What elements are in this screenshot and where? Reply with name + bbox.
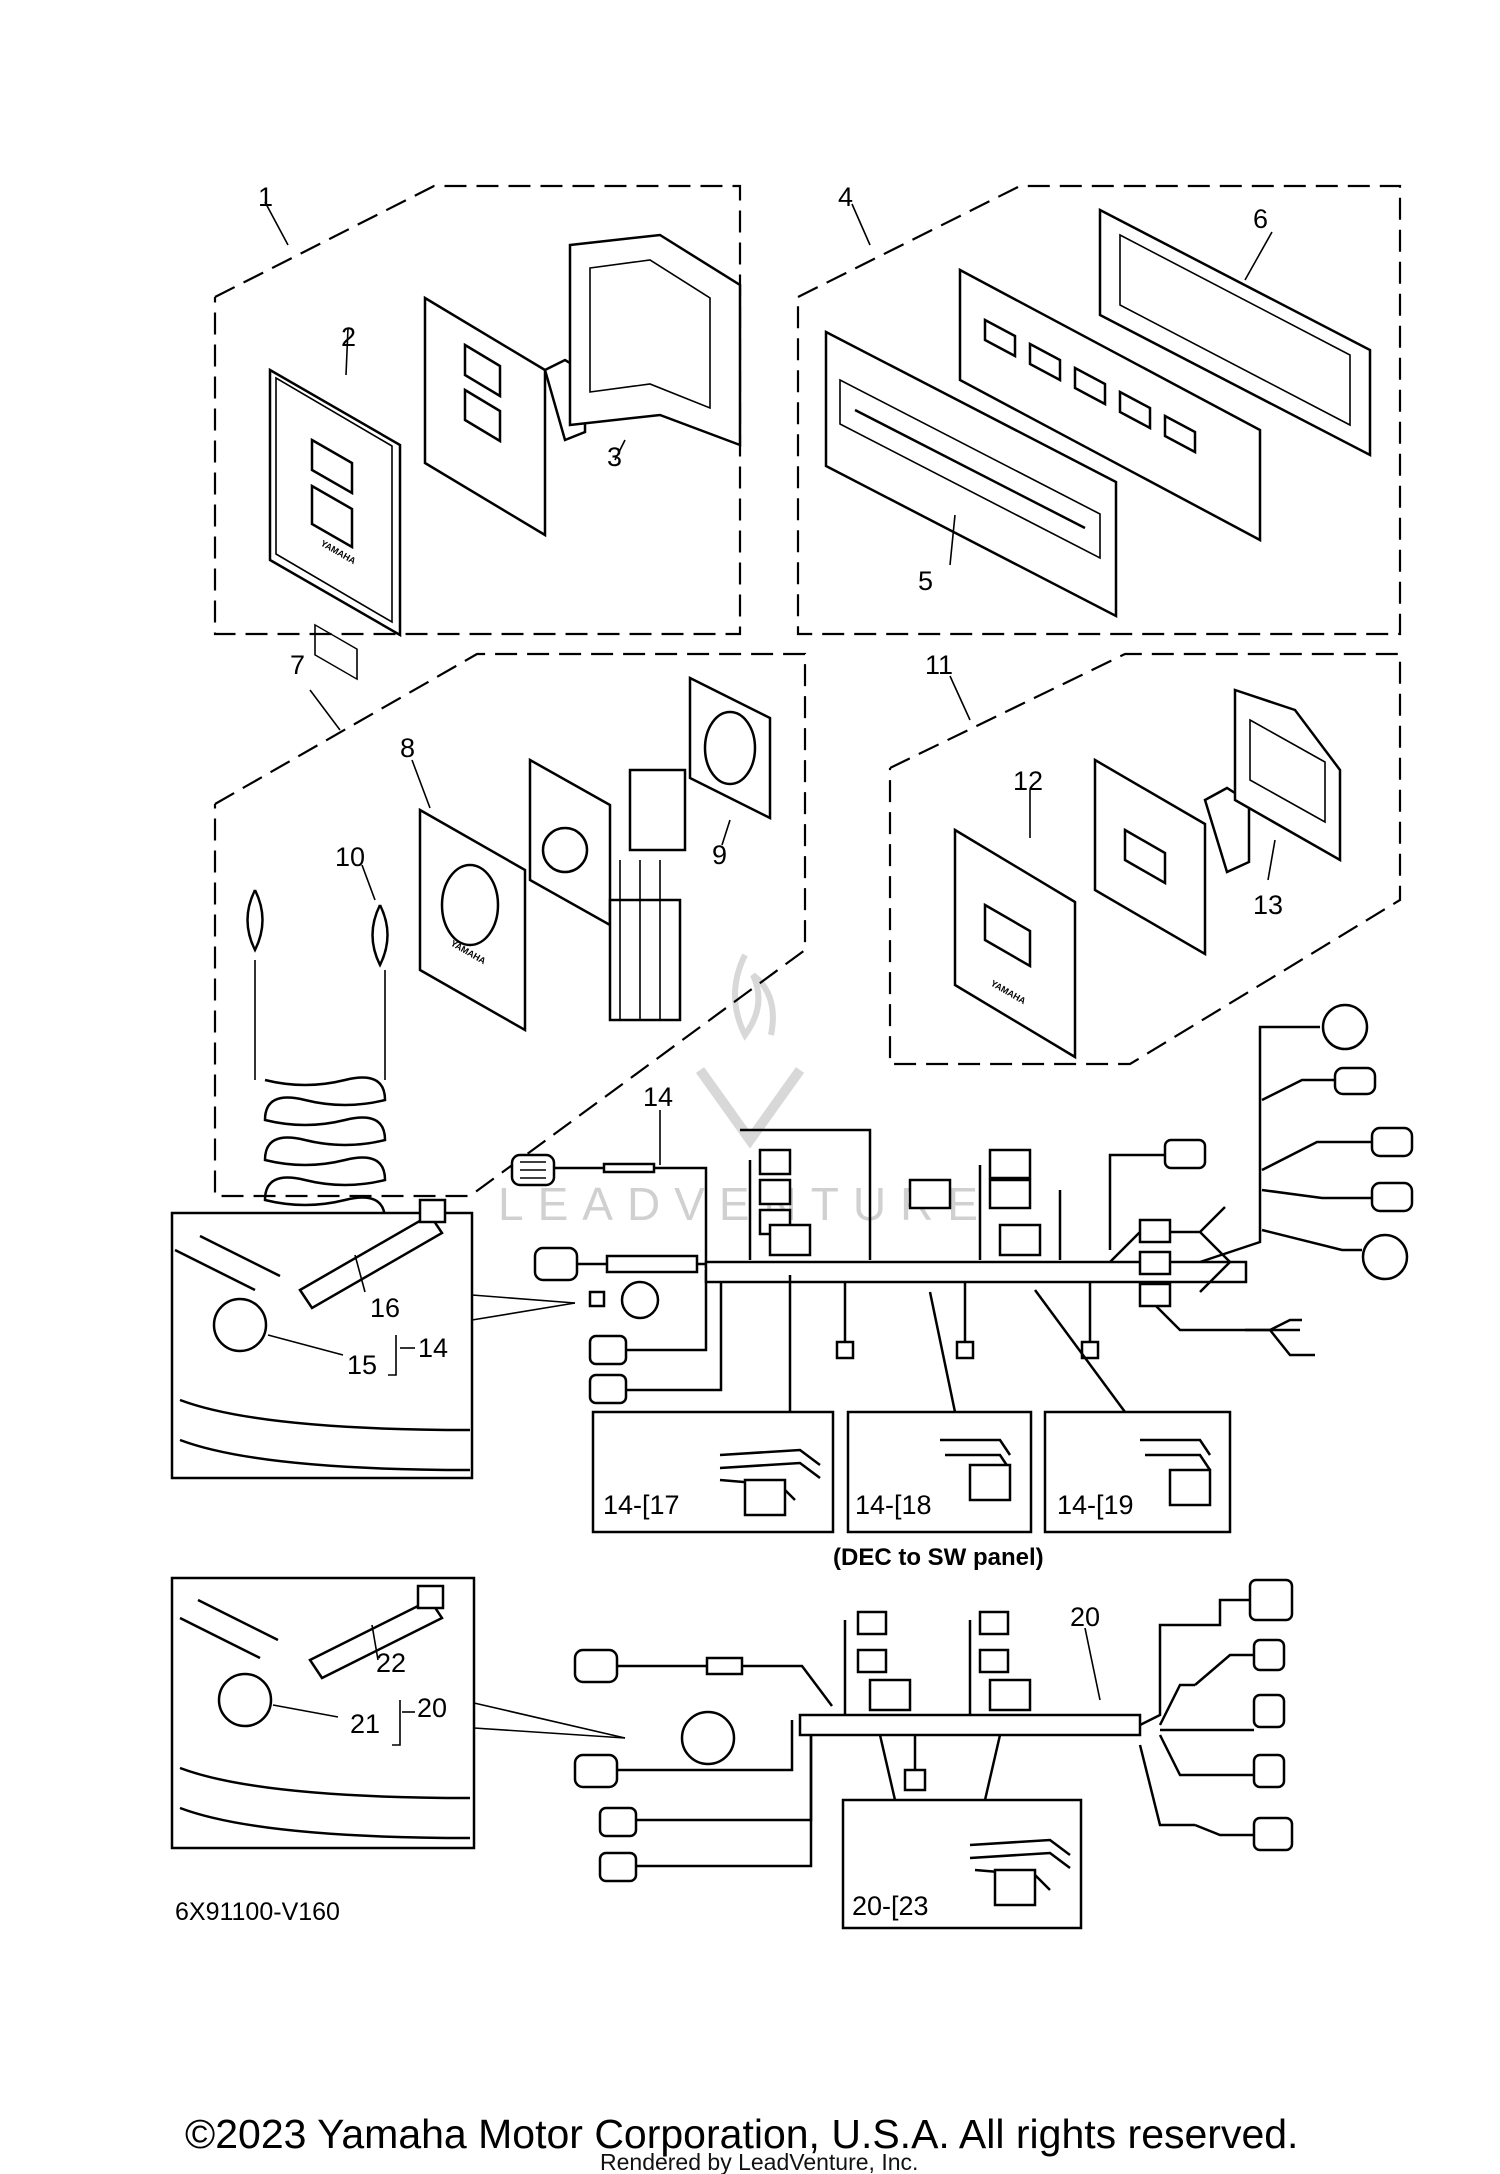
sub-assembly-18 [846,1291,1033,1534]
callout-4: 4 [838,182,853,212]
group-7-stop-switch: YAMAHA [213,652,807,1221]
harness-20 [573,1578,1294,1883]
watermark: LEADVENTURE [498,953,992,1230]
callout-13: 13 [1253,890,1283,920]
callout-2: 2 [341,322,356,352]
callout-9: 9 [712,840,727,870]
rendered-by: Rendered by LeadVenture, Inc. [600,2149,918,2174]
callout-15: 15 [347,1350,377,1380]
callout-5: 5 [918,566,933,596]
callout-20b: 20 [417,1693,447,1723]
callout-21: 21 [350,1709,380,1739]
callouts: 1 2 3 4 5 6 7 8 9 10 11 12 13 14 16 15 1… [175,182,1283,1926]
callout-1: 1 [258,182,273,212]
group-4-switch-panel [796,184,1402,636]
sub-assembly-17 [591,1275,835,1534]
callout-12: 12 [1013,766,1043,796]
callout-14b: 14 [418,1333,448,1363]
callout-11: 11 [925,650,953,680]
callout-20: 20 [1070,1602,1100,1632]
label-14-19: 14-[19 [1057,1490,1134,1520]
watermark-text: LEADVENTURE [498,1178,992,1230]
sub-assembly-19 [1033,1289,1232,1534]
inset-21-22 [170,1576,626,1850]
group-1-switch-panel: YAMAHA [213,184,742,681]
callout-10: 10 [335,842,365,872]
harness-14 [510,1003,1414,1405]
copyright: ©2023 Yamaha Motor Corporation, U.S.A. A… [185,2111,1298,2157]
callout-6: 6 [1253,204,1268,234]
diagram-code: 6X91100-V160 [175,1898,340,1926]
callout-7: 7 [290,650,305,680]
label-14-17: 14-[17 [603,1490,680,1520]
inset-15-16 [170,1198,576,1480]
label-14-18: 14-[18 [855,1490,932,1520]
label-20-23: 20-[23 [852,1891,929,1921]
sub-assembly-23 [841,1734,1083,1930]
group-11-switch-panel: YAMAHA [888,652,1402,1066]
callout-22: 22 [376,1648,406,1678]
callout-3: 3 [607,442,622,472]
callout-14: 14 [643,1082,673,1112]
dec-to-sw-note: (DEC to SW panel) [833,1544,1044,1571]
callout-8: 8 [400,733,415,763]
callout-16: 16 [370,1293,400,1323]
